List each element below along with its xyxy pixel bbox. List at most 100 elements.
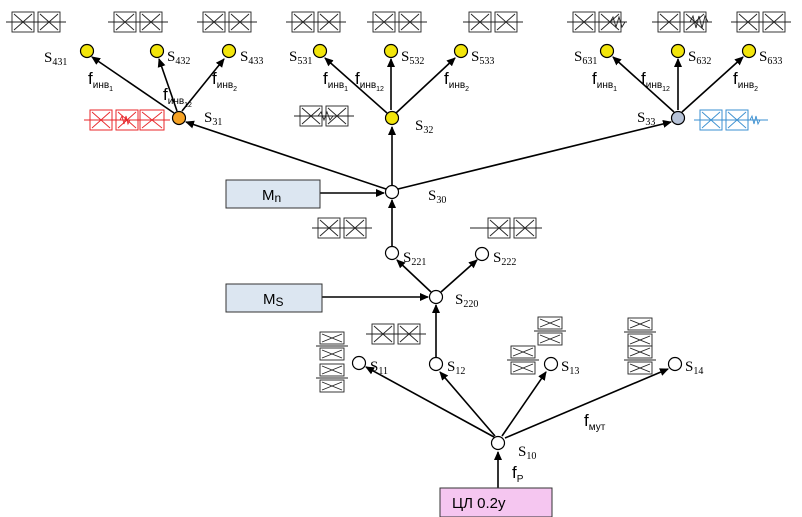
label-s631: S631	[574, 49, 597, 67]
device-s631-icon	[566, 11, 628, 33]
spring-s632-icon	[689, 14, 709, 29]
label-s14: S14	[685, 359, 703, 377]
edge-label-fmut: fмут	[584, 411, 606, 433]
label-s633: S633	[759, 49, 782, 67]
spring-s631-icon	[609, 15, 626, 29]
label-s431: S431	[44, 50, 67, 68]
device-s221-icon	[311, 217, 373, 239]
label-s12: S12	[447, 359, 465, 377]
edge-label-s33-finv12: fинв12	[641, 69, 670, 93]
device-s531-icon	[285, 11, 347, 33]
node-labels: S10 S11 S12 S13 S14 S220 S221 S222 S30 S…	[44, 49, 782, 462]
node-s221[interactable]	[384, 245, 400, 261]
label-s11: S11	[370, 359, 388, 377]
edge-label-s32-finv2: fинв2	[444, 69, 469, 93]
node-s12[interactable]	[428, 356, 444, 372]
label-s10: S10	[518, 444, 536, 462]
spring-s32-icon	[317, 110, 334, 122]
edge-s220-s222	[440, 259, 478, 293]
node-s10[interactable]	[490, 435, 506, 451]
device-s13-icon	[533, 316, 567, 346]
node-s13[interactable]	[543, 356, 559, 372]
label-s31: S31	[204, 110, 222, 128]
edge-s30-s33	[397, 120, 672, 190]
node-s30[interactable]	[384, 184, 400, 200]
edge-s31-s431	[91, 56, 175, 114]
edge-label-s31-finv12: fинв12	[163, 85, 192, 109]
base-box[interactable]: ЦЛ 0.2у	[439, 487, 553, 517]
ms-box-label: MS	[263, 291, 284, 309]
edge-s31-s432	[157, 58, 178, 112]
device-s632-icon	[651, 11, 713, 33]
mn-box-label: Mn	[262, 187, 281, 205]
device-s31-icon	[84, 109, 170, 131]
node-s222[interactable]	[474, 246, 490, 262]
node-s33[interactable]	[670, 110, 686, 126]
edge-labels: fP fмут fинв1 fинв12 fинв2 fинв1 fинв12 …	[88, 69, 758, 485]
device-s33-icon	[694, 109, 768, 131]
node-s631[interactable]	[599, 43, 615, 59]
label-s32: S32	[415, 118, 433, 136]
edge-s31-s433	[181, 58, 225, 112]
label-s433: S433	[240, 49, 263, 67]
device-s12-icon	[365, 323, 427, 345]
edge-s10-s14	[504, 368, 669, 439]
edge-s32-s533	[395, 57, 456, 114]
device-s13b-icon	[506, 345, 540, 375]
edge-s33-s631	[612, 56, 675, 113]
node-s11[interactable]	[351, 355, 367, 371]
device-s14b-icon	[623, 345, 657, 375]
edge-s33-s633	[681, 56, 744, 113]
device-s32-icon	[293, 105, 355, 127]
device-s532-icon	[366, 11, 428, 33]
node-s220[interactable]	[428, 289, 444, 305]
edge-s32-s531	[324, 57, 388, 114]
label-s533: S533	[471, 49, 494, 67]
device-s431-icon	[5, 11, 67, 33]
edge-label-s32-finv12: fинв12	[355, 69, 384, 93]
edge-label-s33-finv1: fинв1	[592, 69, 617, 93]
edge-s10-s12	[439, 371, 496, 437]
device-s11b-icon	[315, 363, 349, 393]
node-s31[interactable]	[171, 110, 187, 126]
label-s13: S13	[561, 359, 579, 377]
mn-box[interactable]: Mn	[225, 179, 321, 209]
node-s433[interactable]	[221, 43, 237, 59]
device-icons	[5, 11, 792, 393]
label-s532: S532	[401, 49, 424, 67]
node-s632[interactable]	[670, 43, 686, 59]
node-s32[interactable]	[384, 110, 400, 126]
edge-label-s31-finv2: fинв2	[212, 69, 237, 93]
label-s432: S432	[167, 49, 190, 67]
edge-label-s33-finv2: fинв2	[733, 69, 758, 93]
node-s432[interactable]	[149, 43, 165, 59]
node-s14[interactable]	[667, 356, 683, 372]
base-box-label: ЦЛ 0.2у	[452, 495, 506, 512]
label-s220: S220	[455, 292, 478, 310]
node-s431[interactable]	[79, 43, 95, 59]
device-s433-icon	[196, 11, 258, 33]
node-s532[interactable]	[383, 43, 399, 59]
device-s633-icon	[730, 11, 792, 33]
node-s633[interactable]	[741, 43, 757, 59]
node-s531[interactable]	[312, 43, 328, 59]
nodes	[79, 43, 757, 451]
edge-s10-s11	[365, 366, 495, 438]
edge-s10-s13	[501, 371, 547, 437]
edges	[91, 56, 744, 488]
device-s432-icon	[107, 11, 169, 33]
label-s222: S222	[493, 250, 516, 268]
device-s11-icon	[315, 331, 349, 361]
device-s14-icon	[623, 317, 657, 347]
edge-label-s31-finv1: fинв1	[88, 69, 113, 93]
edge-s30-s31	[185, 120, 387, 190]
label-s531: S531	[289, 49, 312, 67]
device-s533-icon	[462, 11, 524, 33]
node-s533[interactable]	[453, 43, 469, 59]
edge-s220-s221	[396, 259, 432, 293]
edge-label-fp: fP	[512, 463, 524, 485]
ms-box[interactable]: MS	[225, 283, 323, 313]
label-s632: S632	[688, 49, 711, 67]
